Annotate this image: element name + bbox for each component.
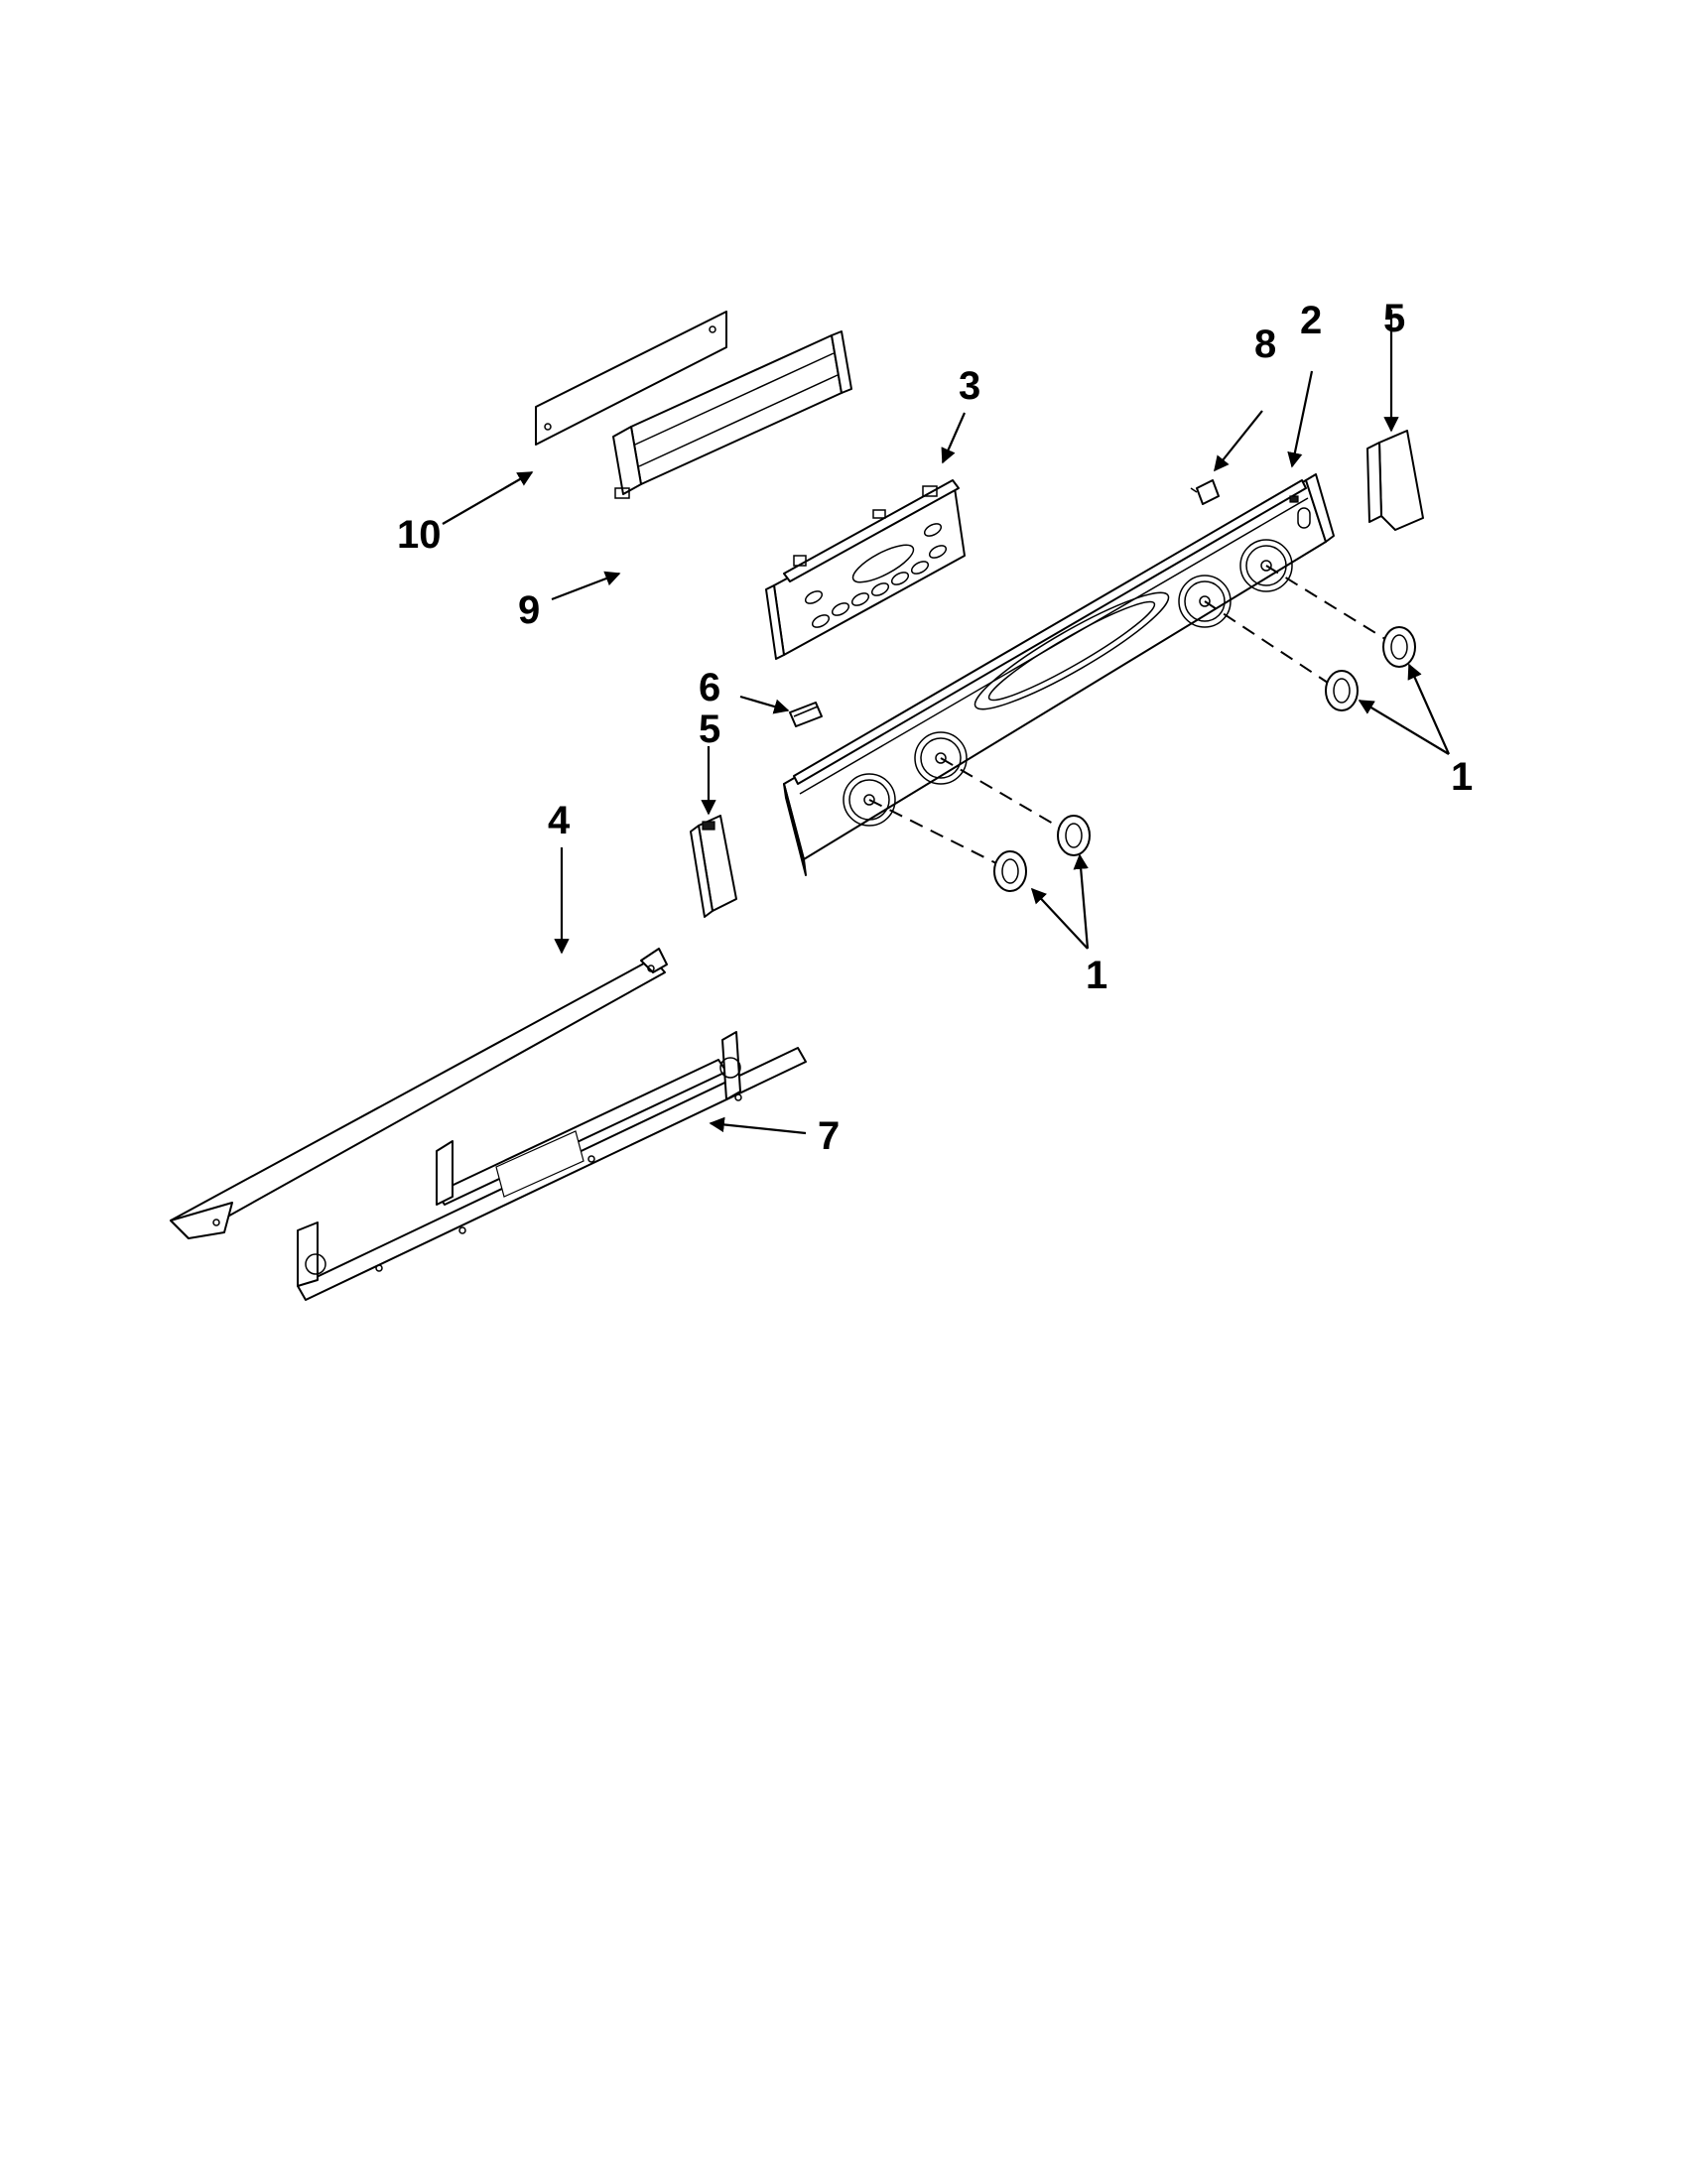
part-1-knob-c xyxy=(1325,670,1359,711)
part-6-screw xyxy=(789,702,823,727)
callout-9: 9 xyxy=(518,588,540,632)
console-dial-2 xyxy=(914,731,968,785)
callout-labels: 10 9 3 2 8 5 6 5 4 7 1 1 xyxy=(397,297,1473,1158)
callout-6: 6 xyxy=(699,666,720,709)
part-8-connector xyxy=(1190,479,1220,505)
callout-5-right: 5 xyxy=(1383,297,1405,340)
callout-8: 8 xyxy=(1254,322,1276,366)
part-5-end-cap-right xyxy=(1366,430,1424,531)
callout-10: 10 xyxy=(397,513,442,557)
leader-lines xyxy=(442,310,1451,1135)
alignment-lines xyxy=(868,565,1386,864)
callout-1-bottom: 1 xyxy=(1086,954,1107,997)
part-1-knob-b xyxy=(1057,815,1091,856)
part-5-end-cap-left xyxy=(690,815,737,918)
callout-5-left: 5 xyxy=(699,707,720,751)
part-9-bracket xyxy=(612,330,852,499)
console-dial-4 xyxy=(1239,539,1293,592)
console-dial-3 xyxy=(1178,575,1232,628)
callout-4: 4 xyxy=(548,799,571,842)
part-1-knob-a xyxy=(993,850,1027,892)
console-dial-1 xyxy=(843,773,896,827)
callout-1-right: 1 xyxy=(1451,755,1473,799)
part-4-trim-strip xyxy=(170,948,668,1239)
part-7-base-tray xyxy=(297,1031,807,1301)
part-2-console-panel xyxy=(783,473,1335,876)
callout-2: 2 xyxy=(1300,299,1322,342)
part-10-insulation-panel xyxy=(535,311,727,446)
callout-7: 7 xyxy=(818,1114,840,1158)
part-3-control-board xyxy=(765,479,966,660)
part-1-knob-d xyxy=(1382,626,1416,668)
callout-3: 3 xyxy=(959,364,980,408)
